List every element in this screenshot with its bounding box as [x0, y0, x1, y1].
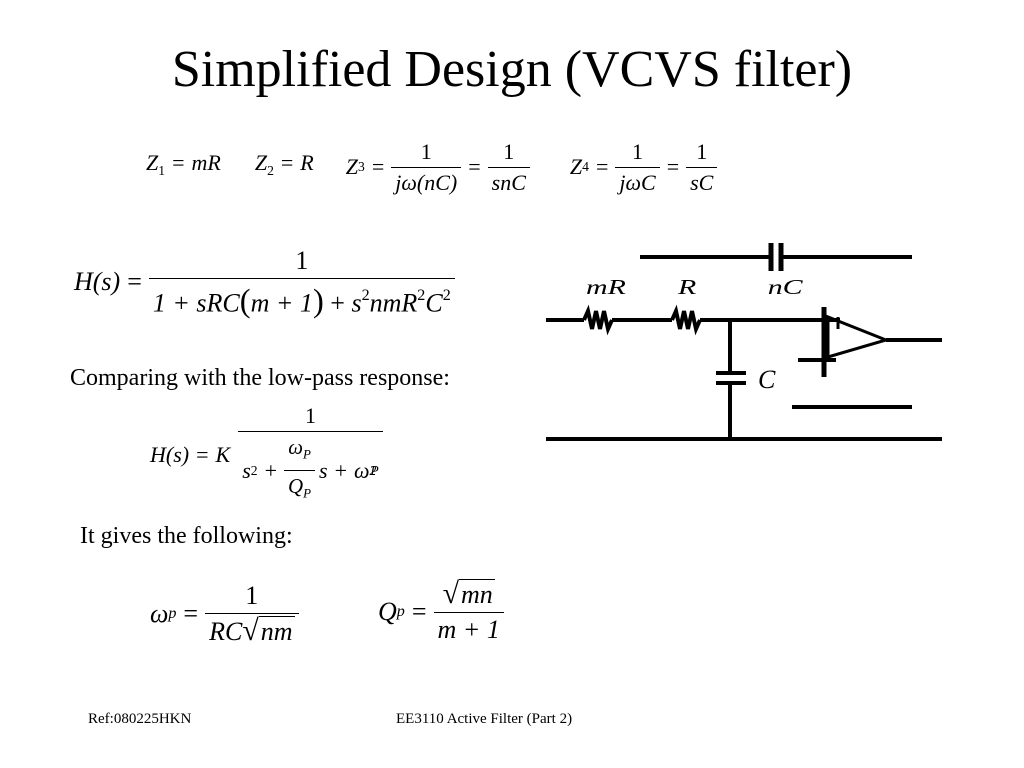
resistor-mr [582, 304, 614, 336]
footer-course: EE3110 Active Filter (Part 2) [396, 711, 573, 727]
slide-title: Simplified Design (VCVS filter) [171, 41, 853, 98]
gives-text: It gives the following: [80, 523, 293, 549]
label-c: C [758, 365, 776, 394]
vcvs-circuit: mR R nC C [546, 243, 942, 441]
footer-ref: Ref:080225HKN [88, 711, 192, 727]
label-mr: mR [586, 276, 626, 299]
label-nc: nC [768, 276, 804, 299]
z2-equation: Z2=R [254, 150, 314, 178]
resistor-r [670, 304, 702, 336]
comparing-text: Comparing with the low-pass response: [70, 365, 450, 391]
opamp-triangle [826, 314, 891, 360]
z1-equation: Z1=mR [146, 150, 221, 178]
transfer-function: H(s)= 1 1 + sRC(m + 1) + s2nmR2C2 [74, 244, 455, 320]
label-r: R [677, 276, 697, 299]
